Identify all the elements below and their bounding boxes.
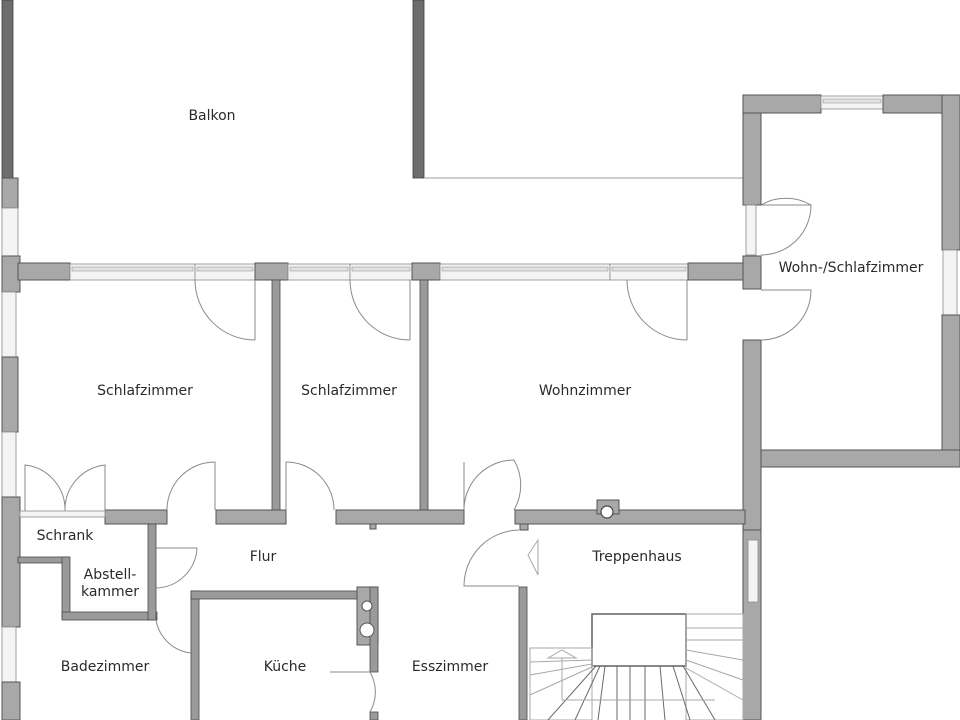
balcony-walls [1,0,745,259]
north-wall [1,255,762,293]
room-label-kueche: Küche [263,659,307,675]
room-label-treppenhaus: Treppenhaus [592,549,682,565]
room-label-balkon: Balkon [188,108,236,124]
room-label-flur: Flur [249,549,277,565]
west-wall [1,291,21,720]
wohn-schlafzimmer-walls [742,94,960,541]
room-label-wohnzimmer: Wohnzimmer [538,383,632,399]
room-label-schrank: Schrank [36,528,94,544]
room-label-kammer: kammer [80,584,140,600]
room-label-esszimmer: Esszimmer [411,659,489,675]
room-label-badezimmer: Badezimmer [60,659,150,675]
room-label-abstell: Abstell- [83,567,137,583]
room-label-schlafzimmer-1: Schlafzimmer [97,383,193,399]
staircase [529,613,744,720]
doors [24,197,812,713]
interior-walls [17,279,762,720]
room-label-wohn-schlafzimmer: Wohn-/Schlafzimmer [778,260,924,276]
room-label-schlafzimmer-2: Schlafzimmer [301,383,397,399]
